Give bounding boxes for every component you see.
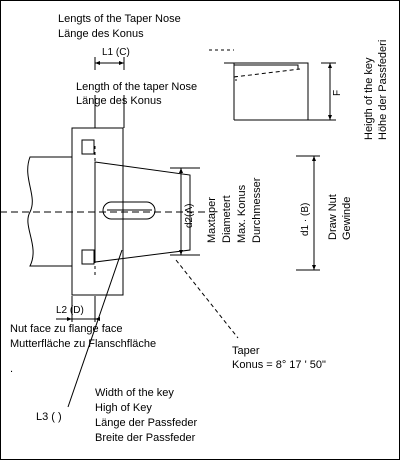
l1-arrow-left — [95, 61, 100, 65]
label-key-height-de: Höhe der Passfederi — [377, 40, 389, 140]
labels: Lengts of the Taper Nose Länge des Konus… — [10, 13, 389, 444]
flange-step-top — [81, 139, 95, 155]
label-f: F — [332, 90, 343, 96]
l3-leader — [67, 249, 123, 408]
label-l2: L2 (D) — [56, 305, 84, 316]
label-taper-nose-en: Lengts of the Taper Nose — [58, 13, 181, 25]
key-slot — [102, 201, 156, 220]
key-detail-outline — [224, 62, 309, 121]
l2-arrow-right — [95, 317, 100, 321]
f-arrow-top — [328, 63, 332, 68]
taper-leader — [175, 259, 239, 339]
arrowheads — [67, 61, 332, 321]
label-key-high: High of Key — [95, 402, 152, 414]
label-konus-angle: Konus = 8° 17 ' 50" — [232, 359, 326, 371]
label-key-height-en: Heigth of the key — [363, 57, 375, 140]
label-nut-face-en: Nut face zu flange face — [10, 323, 123, 335]
label-max-konus: Max. Konus — [236, 184, 248, 243]
shaft-body — [27, 156, 73, 267]
label-nut-face-de: Mutterfläche zu Flanschfläche — [10, 338, 156, 350]
label-diametert: Diametert — [221, 195, 233, 243]
label-taper-nose-de: Länge des Konus — [58, 28, 144, 40]
label-key-len-de: Länge der Passfeder — [95, 417, 197, 429]
label-max-taper: Maxtaper — [206, 197, 218, 243]
label-taper: Taper — [232, 345, 260, 357]
key-detail-inner — [234, 64, 299, 69]
label-length-taper-en: Length of the taper Nose — [76, 81, 197, 93]
label-length-taper-de: Länge des Konus — [76, 95, 162, 107]
label-key-width: Width of the key — [95, 387, 174, 399]
d1-arrow-top — [312, 156, 316, 161]
flange-step-bottom — [81, 249, 95, 265]
d2-arrow-bottom — [179, 250, 183, 255]
geometry — [0, 49, 336, 408]
label-d1: d1 · (B) — [300, 203, 311, 236]
l1-arrow-right — [119, 61, 124, 65]
label-l1: L1 (C) — [102, 47, 130, 58]
label-dot-mark: . — [10, 363, 13, 375]
label-gewinde: Gewinde — [341, 197, 353, 240]
f-arrow-bottom — [328, 115, 332, 120]
flange-body — [71, 127, 124, 296]
d2-arrow-top — [179, 168, 183, 173]
l2-arrow-left — [67, 317, 72, 321]
label-d2: d2(A) — [184, 204, 195, 228]
taper-nose — [94, 161, 191, 263]
d1-arrow-bottom — [312, 265, 316, 270]
label-durchmesser: Durchmesser — [251, 177, 263, 243]
label-key-breite-de: Breite der Passfeder — [95, 432, 196, 444]
label-draw-nut: Draw Nut — [327, 194, 339, 240]
label-l3: L3 ( ) — [36, 411, 62, 423]
key-detail-hidden-1 — [233, 68, 301, 78]
